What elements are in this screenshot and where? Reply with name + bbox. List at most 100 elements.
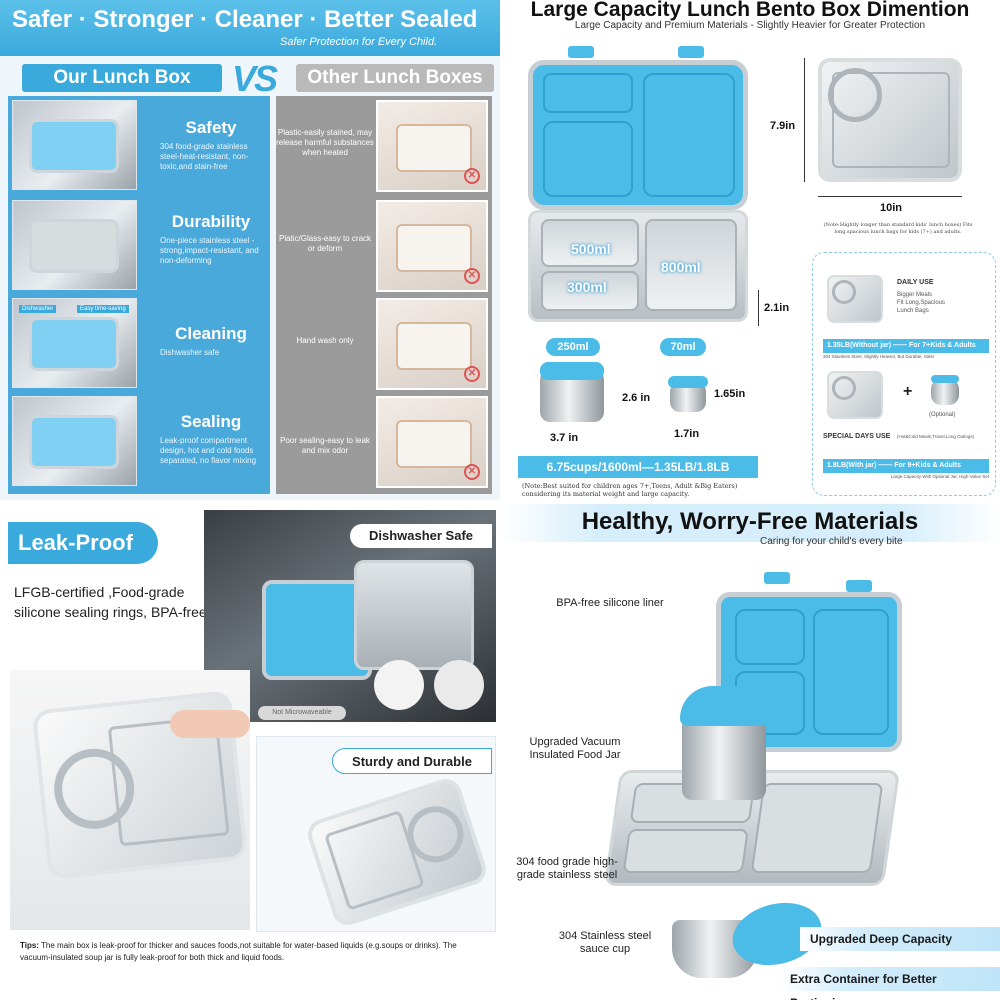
comparison-header <box>0 0 500 56</box>
leak-proof-text: LFGB-certified ,Food-grade silicone seal… <box>14 584 207 620</box>
daily-line: Lunch Bags <box>897 308 929 314</box>
jar-thumbnail-lid <box>931 375 959 383</box>
leak-proof-panel: Leak-Proof LFGB-certified ,Food-grade si… <box>0 500 500 1000</box>
dimension-subtitle: Large Capacity and Premium Materials - S… <box>574 20 926 31</box>
cross-icon: ✕ <box>464 464 480 480</box>
other-desc: Poor sealing-easy to leak and mix odor <box>280 436 370 455</box>
safety-photo <box>12 100 137 190</box>
closed-box-top-view <box>818 58 962 182</box>
comparison-title: Safer · Stronger · Cleaner · Better Seal… <box>12 6 478 33</box>
width-line <box>818 196 962 197</box>
cup-height: 1.65in <box>714 388 746 400</box>
sealing-photo <box>12 396 137 486</box>
special-use-extra: (Hot&Cold Meals,Travel,Long Outings) <box>897 434 975 439</box>
compartment-volume: 500ml <box>571 241 611 257</box>
daily-use-small: 304 Stainless Steel, Slightly Heavier, B… <box>823 354 935 359</box>
deep-capacity-ribbon: Upgraded Deep Capacity <box>800 927 1000 951</box>
cleaning-photo: Dishwasher Easy time-saving <box>12 298 137 388</box>
feature-desc: Leak-proof compartment design, hot and c… <box>160 436 257 465</box>
sauce-cup-callout: 304 Stainless steel sauce cup <box>558 930 652 955</box>
comparison-panel: Safer · Stronger · Cleaner · Better Seal… <box>0 0 500 500</box>
other-lunch-boxes-tab: Other Lunch Boxes <box>296 64 494 92</box>
daily-use-bar: 1.35LB(Without jar) —— For 7+Kids & Adul… <box>823 339 989 353</box>
cup-volume-badge: 70ml <box>660 338 706 356</box>
vacuum-food-jar <box>682 716 766 800</box>
silicone-liner-callout: BPA-free silicone liner <box>556 597 664 609</box>
special-use-small: Large Capacity With Optional Jar, High-V… <box>890 474 989 479</box>
lid-clip <box>846 580 872 592</box>
plastic-box-photo: ✕ <box>376 100 488 192</box>
our-features-column: Safety 304 food-grade stainless steel-he… <box>8 96 270 494</box>
other-desc: Hand wash only <box>296 336 354 345</box>
lid-clip <box>568 46 594 58</box>
dropped-lunch-box <box>303 774 491 930</box>
tips-label: Tips: <box>20 941 39 950</box>
special-use-bar: 1.8LB(With jar) —— For 9+Kids & Adults <box>823 459 989 473</box>
leaking-box-photo: ✕ <box>376 396 488 488</box>
depth-line <box>758 290 759 326</box>
bento-lid <box>528 60 748 210</box>
jar-width: 3.7 in <box>550 432 579 444</box>
compartment <box>541 271 639 311</box>
cross-icon: ✕ <box>464 168 480 184</box>
cross-icon: ✕ <box>464 268 480 284</box>
feature-desc: 304 food-grade stainless steel-heat-resi… <box>160 142 249 171</box>
box-thumbnail <box>827 371 883 419</box>
lid-in-dishwasher <box>262 580 372 680</box>
sturdy-durable-label: Sturdy and Durable <box>332 748 492 774</box>
open-bento-box: 500ml 300ml 800ml <box>528 46 748 322</box>
daily-line: Bigger Meals <box>897 292 933 298</box>
tips-body: The main box is leak-proof for thicker a… <box>20 941 457 962</box>
jar-height: 2.6 in <box>622 392 651 404</box>
feature-name: Sealing <box>180 412 242 431</box>
compartment <box>645 219 737 311</box>
dimension-title: Large Capacity Lunch Bento Box Dimention <box>530 0 970 21</box>
other-boxes-column: Plastic-easily stained, may release harm… <box>276 96 492 494</box>
feature-desc: Dishwasher safe <box>160 348 220 357</box>
glass-box-photo: ✕ <box>376 200 488 292</box>
tips-text: Tips: The main box is leak-proof for thi… <box>20 940 460 964</box>
compartment-volume: 800ml <box>661 259 701 275</box>
our-lunch-box-tab: Our Lunch Box <box>22 64 222 92</box>
optional-label: (Optional) <box>929 412 956 418</box>
compartment-volume: 300ml <box>567 279 607 295</box>
dimension-panel: Large Capacity Lunch Bento Box Dimention… <box>500 0 1000 500</box>
special-use-title: SPECIAL DAYS USE <box>823 433 891 440</box>
dishwasher-safe-label: Dishwasher Safe <box>350 524 492 548</box>
materials-panel: Healthy, Worry-Free Materials Caring for… <box>500 500 1000 1000</box>
materials-header <box>500 504 1000 542</box>
use-case-card: DAILY USE Bigger Meals Fit Long,Spacious… <box>812 252 996 496</box>
comparison-subtitle: Safer Protection for Every Child. <box>280 36 438 48</box>
sauce-cup-lid <box>668 376 708 388</box>
capacity-bar: 6.75cups/1600ml—1.35LB/1.8LB <box>518 456 758 478</box>
size-note: (Note:Slightly longer than standard kids… <box>823 222 973 235</box>
feature-name: Durability <box>171 212 251 231</box>
height-line <box>804 58 805 182</box>
cup-width: 1.7in <box>674 428 700 440</box>
leak-proof-box-photo <box>10 670 250 930</box>
cross-icon: ✕ <box>464 366 480 382</box>
feature-name: Safety <box>185 118 237 137</box>
bowl <box>374 660 424 710</box>
compartment <box>541 219 639 267</box>
hand-wash-photo: ✕ <box>376 298 488 390</box>
stainless-steel-callout: 304 food grade high-grade stainless stee… <box>516 856 618 881</box>
materials-subtitle: Caring for your child's every bite <box>760 536 903 547</box>
daily-use-title: DAILY USE <box>897 279 934 286</box>
lid-clip <box>678 46 704 58</box>
leak-proof-badge: Leak-Proof <box>8 522 158 564</box>
age-note: (Note:Best suited for children ages 7+,T… <box>522 482 738 498</box>
bento-tray: 500ml 300ml 800ml <box>528 210 748 322</box>
food-jar-callout: Upgraded Vacuum Insulated Food Jar <box>529 736 621 761</box>
daily-line: Fit Long,Spacious <box>897 300 946 306</box>
vs-label: VS <box>232 58 278 99</box>
other-desc: Platic/Glass-easy to crack or deform <box>278 234 372 253</box>
not-microwaveable-label: Not Microwaveable <box>258 706 346 720</box>
width-dimension: 10in <box>880 202 903 214</box>
large-jar-lid <box>540 362 604 380</box>
jar-thumbnail <box>931 379 959 405</box>
photo-tag: Easy time-saving <box>77 305 129 313</box>
jar-volume-badge: 250ml <box>546 338 600 356</box>
hand <box>170 710 250 738</box>
lid-clip <box>764 572 790 584</box>
